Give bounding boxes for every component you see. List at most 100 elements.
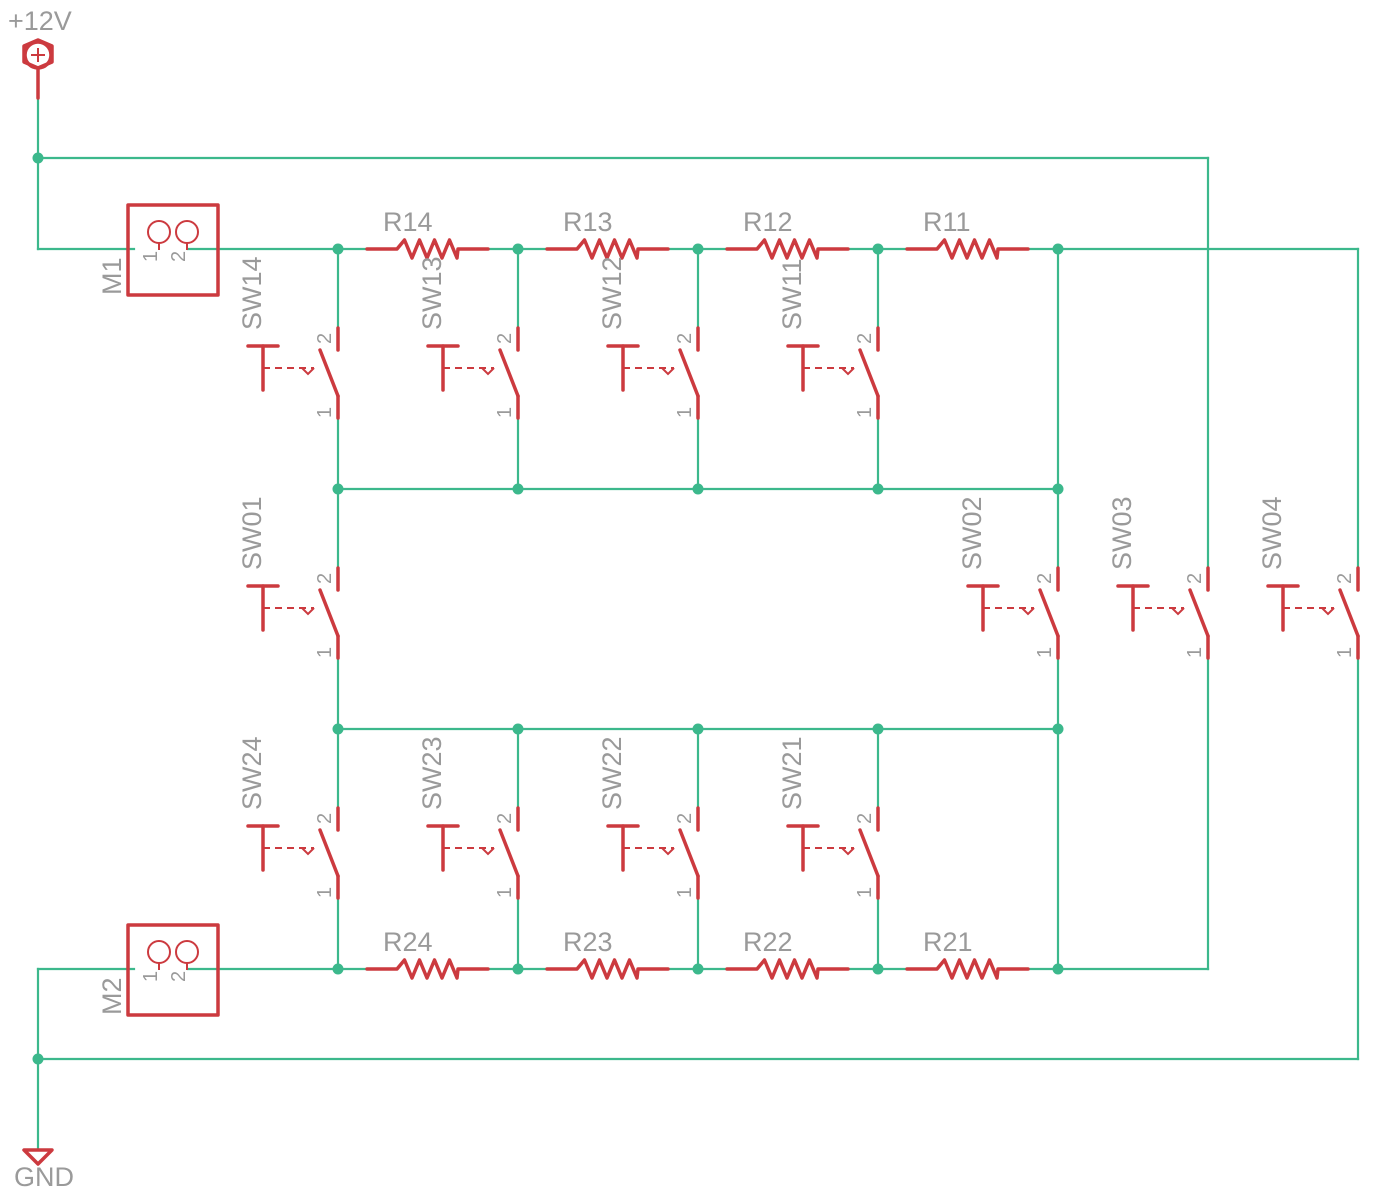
switch-blade <box>318 828 340 878</box>
connector-hole-2 <box>175 940 199 964</box>
switch-label-sw01: SW01 <box>237 496 267 570</box>
switch-label-sw24: SW24 <box>237 736 267 810</box>
junction-dot <box>512 963 524 975</box>
resistor-r13 <box>545 238 670 260</box>
switch-pin1-sw02: 1 <box>1034 647 1056 658</box>
connector-pin1-m2: 1 <box>140 971 162 982</box>
connector-pin2-m1: 2 <box>168 251 190 262</box>
switch-actuator-tip <box>1021 607 1035 616</box>
switch-pin2-sw13: 2 <box>494 333 516 344</box>
switch-actuator-tip <box>841 367 855 376</box>
resistor-label-r11: R11 <box>923 207 971 237</box>
switch-sw14 <box>246 326 340 420</box>
resistor-r24 <box>365 958 490 980</box>
switch-pin1-sw24: 1 <box>314 887 336 898</box>
switch-sw03 <box>1116 566 1210 660</box>
junction-dot <box>872 723 884 735</box>
connector-label-m1: M1 <box>97 257 127 295</box>
connector-pin1-m1: 1 <box>140 251 162 262</box>
junction-dot <box>692 243 704 255</box>
switch-label-sw21: SW21 <box>777 736 807 810</box>
junction-dot <box>872 243 884 255</box>
switch-pin1-sw11: 1 <box>854 407 876 418</box>
switch-blade <box>678 828 700 878</box>
switch-sw01 <box>246 566 340 660</box>
junction-dot <box>692 963 704 975</box>
junction-dot <box>332 723 344 735</box>
junction-dot <box>872 963 884 975</box>
switch-actuator-tip <box>481 367 495 376</box>
resistor-r11 <box>905 238 1030 260</box>
switch-pin2-sw03: 2 <box>1184 573 1206 584</box>
switch-blade <box>498 828 520 878</box>
junction-dot <box>512 243 524 255</box>
switch-pin2-sw14: 2 <box>314 333 336 344</box>
switch-sw23 <box>426 806 520 900</box>
switch-sw02 <box>966 566 1060 660</box>
junctions <box>32 152 1064 1065</box>
ground-triangle <box>22 1148 54 1166</box>
switch-pin1-sw03: 1 <box>1184 647 1206 658</box>
connector-body <box>126 203 220 297</box>
switch-blade <box>678 348 700 398</box>
resistor-zigzag <box>365 238 490 260</box>
labels: SW1421SW1321SW1221SW1121SW0121SW0221SW03… <box>8 6 1356 1192</box>
switch-pin1-sw12: 1 <box>674 407 696 418</box>
resistor-zigzag <box>725 238 850 260</box>
resistor-label-r14: R14 <box>383 207 433 237</box>
switch-label-sw11: SW11 <box>777 258 807 330</box>
switch-pin1-sw04: 1 <box>1334 647 1356 658</box>
junction-dot <box>512 483 524 495</box>
switch-sw21 <box>786 806 880 900</box>
junction-dot <box>32 1053 44 1065</box>
symbols <box>22 38 1360 1166</box>
junction-dot <box>1052 963 1064 975</box>
connector-hole-2 <box>175 220 199 244</box>
ground-symbol <box>22 1148 54 1166</box>
resistor-label-r13: R13 <box>563 207 613 237</box>
switch-actuator-tip <box>301 847 315 856</box>
supply-label: +12V <box>8 6 72 36</box>
switch-sw13 <box>426 326 520 420</box>
switch-pin2-sw11: 2 <box>854 333 876 344</box>
junction-dot <box>692 483 704 495</box>
switch-pin2-sw01: 2 <box>314 573 336 584</box>
switch-label-sw04: SW04 <box>1257 496 1287 570</box>
resistor-label-r24: R24 <box>383 927 433 957</box>
switch-blade <box>498 348 520 398</box>
switch-sw24 <box>246 806 340 900</box>
switch-actuator-tip <box>481 847 495 856</box>
ground-label: GND <box>14 1162 74 1192</box>
resistor-label-r21: R21 <box>923 927 973 957</box>
switch-pin2-sw23: 2 <box>494 813 516 824</box>
junction-dot <box>1052 723 1064 735</box>
resistor-label-r22: R22 <box>743 927 793 957</box>
switch-pin1-sw21: 1 <box>854 887 876 898</box>
switch-pin2-sw02: 2 <box>1034 573 1056 584</box>
junction-dot <box>332 483 344 495</box>
switch-actuator-tip <box>661 847 675 856</box>
switch-label-sw02: SW02 <box>957 496 987 570</box>
junction-dot <box>332 243 344 255</box>
resistor-label-r23: R23 <box>563 927 613 957</box>
switch-pin1-sw13: 1 <box>494 407 516 418</box>
connector-hole-1 <box>147 940 171 964</box>
supply-symbol <box>22 38 54 100</box>
connector-pin2-m2: 2 <box>168 971 190 982</box>
switch-pin1-sw22: 1 <box>674 887 696 898</box>
resistor-zigzag <box>365 958 490 980</box>
switch-label-sw23: SW23 <box>417 736 447 810</box>
junction-dot <box>32 152 44 164</box>
connector-hole-1 <box>147 220 171 244</box>
switch-pin2-sw22: 2 <box>674 813 696 824</box>
resistor-r12 <box>725 238 850 260</box>
switch-blade <box>318 588 340 638</box>
switch-actuator-tip <box>841 847 855 856</box>
wires <box>36 96 1360 1150</box>
resistor-r14 <box>365 238 490 260</box>
junction-dot <box>1052 243 1064 255</box>
switch-blade <box>858 828 880 878</box>
junction-dot <box>512 723 524 735</box>
resistor-zigzag <box>725 958 850 980</box>
